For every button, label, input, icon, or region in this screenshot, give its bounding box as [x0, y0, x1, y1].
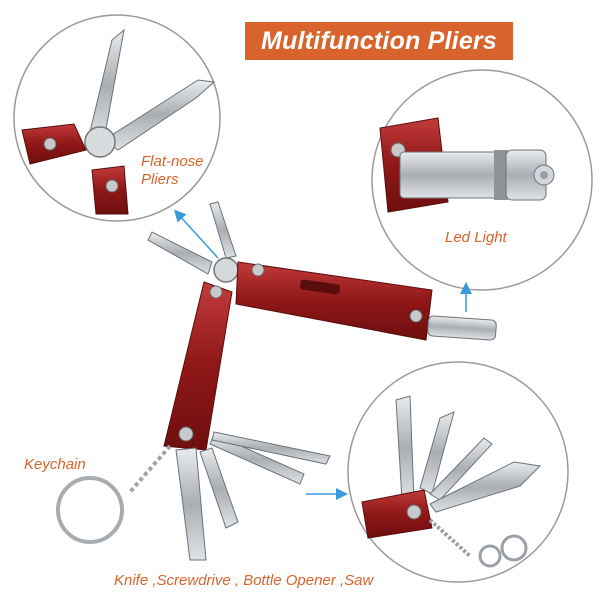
title-banner: Multifunction Pliers: [245, 22, 513, 60]
zoom-circle-pliers: [13, 14, 221, 222]
tools-label: Knife ,Screwdrive , Bottle Opener ,Saw: [114, 572, 374, 589]
callout-arrows: [173, 209, 472, 500]
main-pliers: [56, 201, 497, 561]
zoom-circle-led: [371, 69, 593, 291]
flat-nose-label-line2: Pliers: [141, 171, 179, 188]
zoom-circle-tools: [347, 361, 569, 583]
keychain-label: Keychain: [24, 456, 86, 473]
led-light-label: Led Light: [445, 229, 507, 246]
flat-nose-pliers-label: Flat-nose Pliers: [141, 153, 211, 189]
flat-nose-label-line1: Flat-nose: [141, 153, 204, 170]
arrow-to-pliers: [173, 209, 219, 259]
title-text: Multifunction Pliers: [261, 26, 497, 55]
